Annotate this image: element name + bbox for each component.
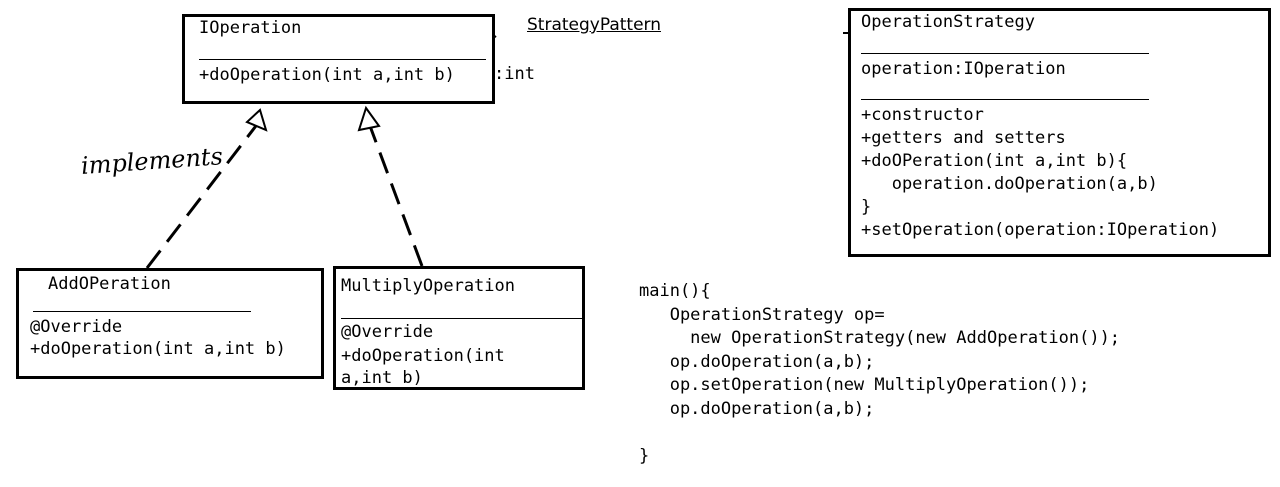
main-code-line: } [639, 445, 650, 466]
operation-strategy-name: OperationStrategy [861, 12, 1035, 32]
operation-strategy-separator-bottom [861, 99, 1149, 100]
ioperation-method: +doOperation(int a,int b) [199, 65, 455, 85]
main-code-line: op.setOperation(new MultiplyOperation())… [639, 375, 1090, 395]
add-operation-method: +doOperation(int a,int b) [30, 339, 286, 359]
multiply-operation-method: +doOperation(int [341, 346, 505, 366]
add-operation-box: AddOPeration @Override +doOperation(int … [16, 268, 324, 379]
operation-strategy-separator-top [861, 53, 1149, 54]
multiply-operation-annotation: @Override [341, 322, 434, 342]
main-code-line: OperationStrategy op= [639, 304, 885, 325]
diagram-title: StrategyPattern [527, 15, 661, 35]
operation-strategy-getters-setters: +getters and setters [861, 128, 1066, 148]
add-operation-separator [33, 311, 251, 312]
multiply-operation-separator [341, 318, 584, 319]
add-implements-line [145, 117, 264, 269]
multiply-implements-line [368, 125, 424, 267]
operation-strategy-do-operation-body: operation.doOperation(a,b) [861, 174, 1158, 194]
add-operation-name: AddOPeration [48, 274, 171, 294]
ioperation-separator [199, 59, 486, 60]
main-code-line: op.doOperation(a,b); [639, 351, 875, 372]
multiply-operation-name: MultiplyOperation [341, 276, 515, 296]
operation-strategy-constructor: +constructor [861, 105, 984, 125]
operation-strategy-do-operation: +doOPeration(int a,int b){ [861, 151, 1128, 171]
main-code-line: main(){ [639, 281, 711, 301]
operation-strategy-do-operation-close: } [861, 197, 872, 217]
operation-strategy-box: OperationStrategy operation:IOperation +… [848, 8, 1271, 257]
multiply-operation-box: MultiplyOperation @Override +doOperation… [333, 266, 585, 390]
add-operation-annotation: @Override [30, 317, 123, 337]
ioperation-box: IOperation +doOperation(int a,int b) [182, 14, 495, 104]
ioperation-return-type: :int [494, 64, 535, 84]
multiply-implements-arrowhead [357, 105, 381, 132]
main-code-line: new OperationStrategy(new AddOperation()… [639, 328, 1121, 348]
multiply-operation-method-params: a,int b) [341, 368, 423, 388]
ioperation-name: IOperation [199, 18, 302, 38]
operation-strategy-field: operation:IOperation [861, 59, 1066, 79]
add-implements-arrowhead [245, 108, 268, 132]
main-code-line: op.doOperation(a,b); [639, 398, 875, 419]
operation-strategy-set-operation: +setOperation(operation:IOperation) [861, 220, 1220, 240]
